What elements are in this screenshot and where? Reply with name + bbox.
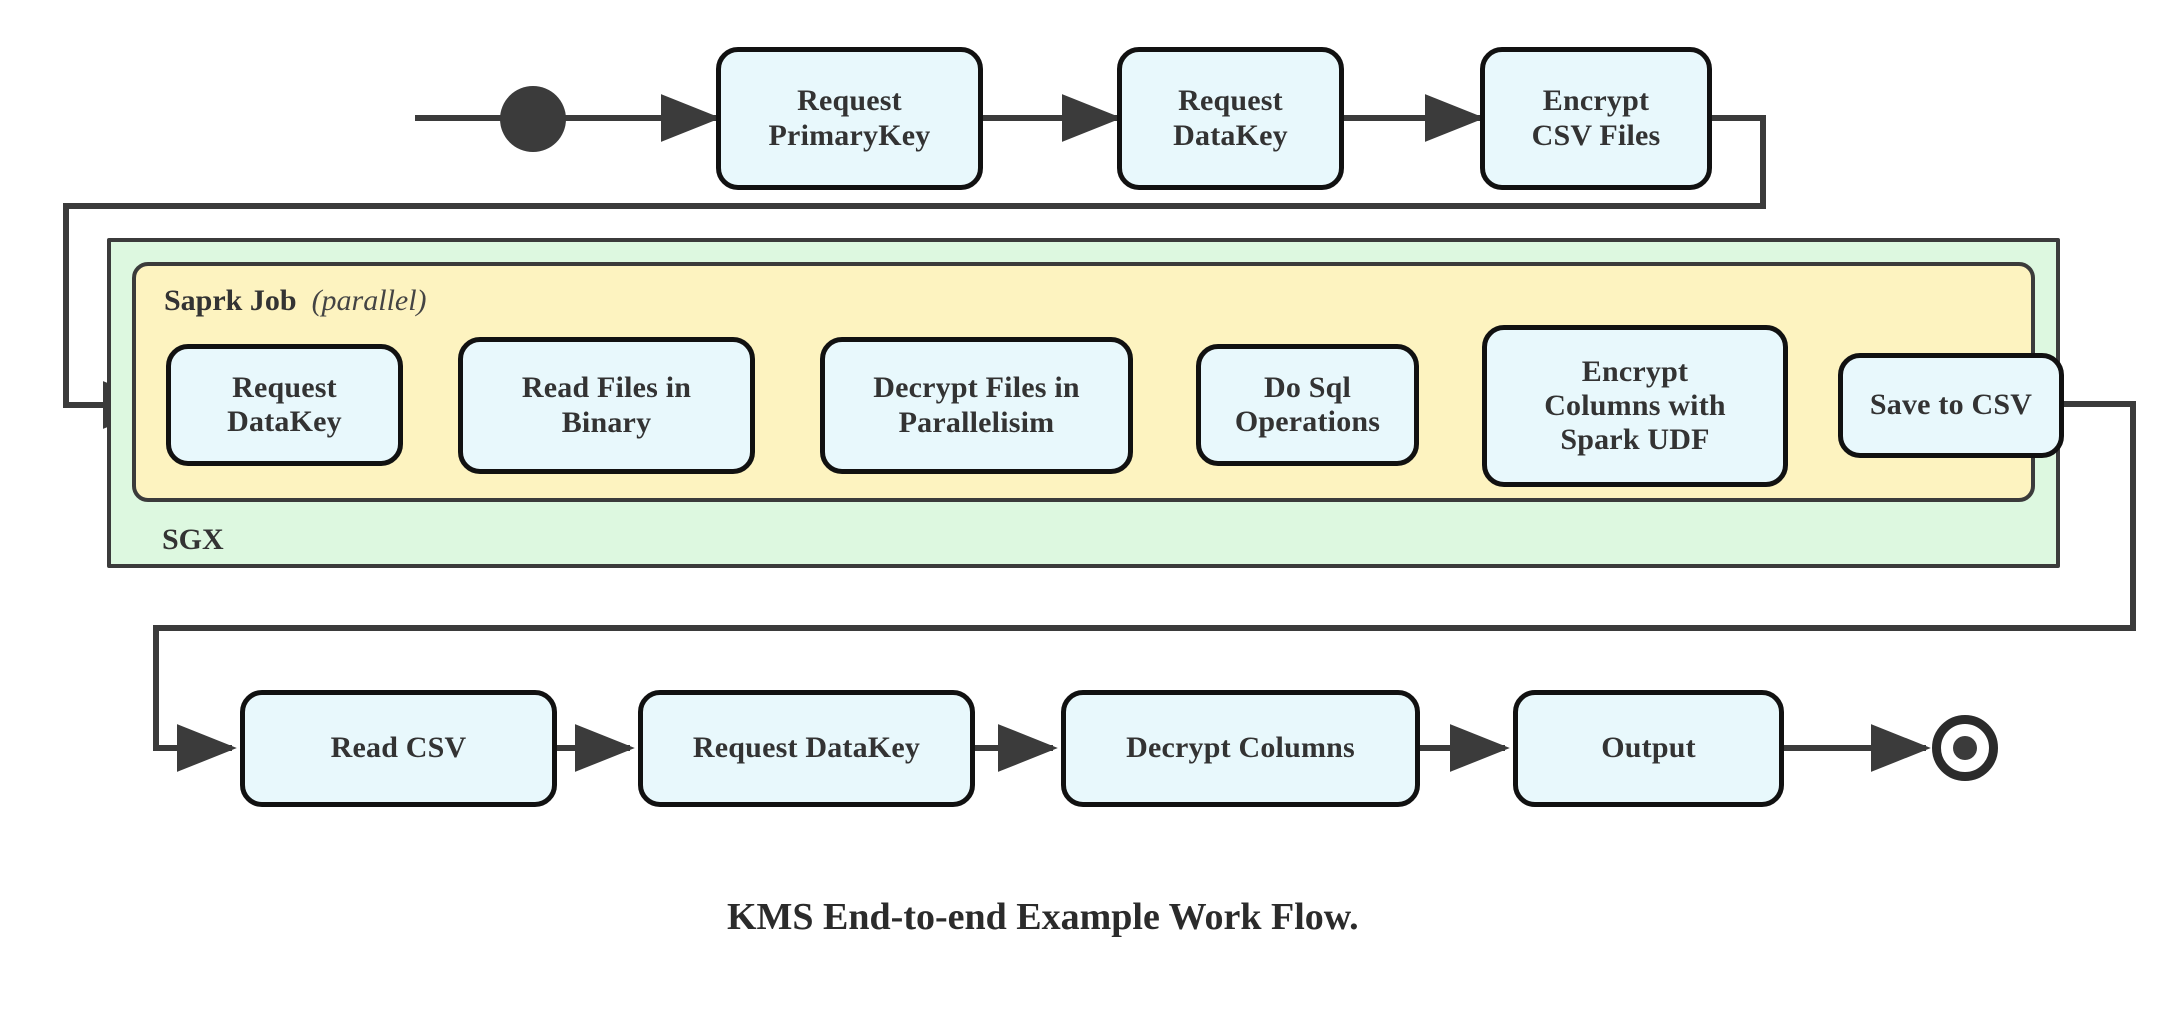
node-encrypt-columns-with-spark-udf[interactable]: Encrypt Columns with Spark UDF [1482, 325, 1788, 487]
node-request-datakey-top[interactable]: Request DataKey [1117, 47, 1344, 190]
node-label: Request PrimaryKey [768, 84, 931, 152]
node-read-csv[interactable]: Read CSV [240, 690, 557, 807]
node-decrypt-files-in-parallelisim[interactable]: Decrypt Files in Parallelisim [820, 337, 1133, 474]
node-label: Read CSV [330, 731, 467, 765]
node-label: Encrypt CSV Files [1531, 84, 1661, 152]
sgx-label-text: SGX [162, 523, 224, 556]
container-sgx-label: SGX [162, 523, 224, 557]
node-request-datakey-bottom[interactable]: Request DataKey [638, 690, 975, 807]
node-label: Request DataKey [1173, 84, 1288, 152]
diagram-caption: KMS End-to-end Example Work Flow. [727, 896, 1359, 938]
node-label: Save to CSV [1869, 388, 2033, 422]
node-label: Encrypt Columns with Spark UDF [1544, 354, 1726, 457]
node-request-datakey-spark[interactable]: Request DataKey [166, 344, 403, 466]
node-save-to-csv[interactable]: Save to CSV [1838, 353, 2064, 458]
node-read-files-in-binary[interactable]: Read Files in Binary [458, 337, 755, 474]
start-node [500, 86, 566, 152]
spark-label-bold: Saprk Job [164, 284, 297, 317]
node-request-primarykey[interactable]: Request PrimaryKey [716, 47, 983, 190]
node-label: Read Files in Binary [521, 371, 692, 439]
node-do-sql-operations[interactable]: Do Sql Operations [1196, 344, 1419, 466]
spark-label-italic: (parallel) [311, 284, 427, 317]
node-label: Request DataKey [692, 731, 921, 765]
node-label: Request DataKey [227, 370, 342, 438]
node-decrypt-columns[interactable]: Decrypt Columns [1061, 690, 1420, 807]
end-node [1932, 715, 1998, 781]
container-spark-job-label: Saprk Job (parallel) [164, 284, 427, 318]
node-label: Do Sql Operations [1234, 370, 1381, 438]
node-encrypt-csv-files[interactable]: Encrypt CSV Files [1480, 47, 1712, 190]
node-label: Decrypt Columns [1126, 731, 1355, 765]
node-output[interactable]: Output [1513, 690, 1784, 807]
node-label: Output [1601, 731, 1696, 765]
end-node-dot [1953, 736, 1977, 760]
node-label: Decrypt Files in Parallelisim [873, 371, 1080, 439]
